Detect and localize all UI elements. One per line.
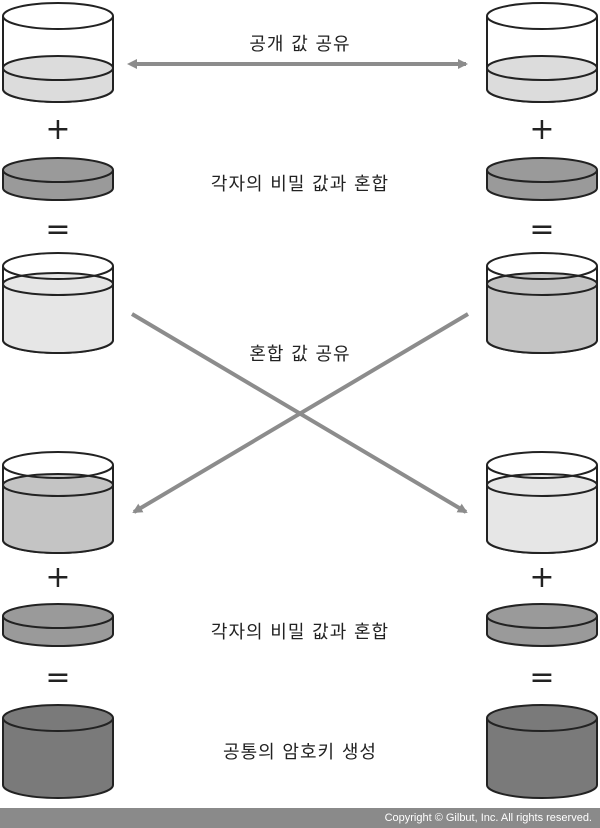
key-exchange-diagram bbox=[1, 2, 598, 799]
secret-disc-left-bottom bbox=[1, 603, 114, 647]
mix-secret-label-bottom: 각자의 비밀 값과 혼합 bbox=[210, 622, 390, 643]
shared-key-cylinder-left bbox=[1, 704, 114, 799]
mixed-cup-right bbox=[486, 252, 598, 354]
plus-operator-right-bottom: + bbox=[529, 560, 555, 595]
received-cup-right bbox=[486, 451, 598, 554]
public-value-cup-right bbox=[486, 2, 598, 103]
mixed-share-arrow-right-to-left bbox=[132, 312, 470, 514]
equals-operator-left-bottom: = bbox=[45, 660, 71, 695]
share-public-label: 공개 값 공유 bbox=[249, 34, 351, 55]
mix-secret-label-top: 각자의 비밀 값과 혼합 bbox=[210, 174, 390, 195]
secret-disc-right-top bbox=[486, 157, 598, 201]
public-value-cup-left bbox=[1, 2, 114, 103]
equals-operator-left-top: = bbox=[45, 212, 71, 247]
plus-operator-left-top: + bbox=[45, 112, 71, 147]
equals-operator-right-top: = bbox=[529, 212, 555, 247]
share-mixed-label: 혼합 값 공유 bbox=[249, 344, 351, 365]
mixed-cup-left bbox=[1, 252, 114, 354]
secret-disc-left-top bbox=[1, 157, 114, 201]
received-cup-left bbox=[1, 451, 114, 554]
plus-operator-right-top: + bbox=[529, 112, 555, 147]
shared-key-cylinder-right bbox=[486, 704, 598, 799]
copyright-footer: Copyright © Gilbut, Inc. All rights rese… bbox=[0, 808, 600, 828]
common-key-label: 공통의 암호키 생성 bbox=[223, 742, 377, 763]
plus-operator-left-bottom: + bbox=[45, 560, 71, 595]
equals-operator-right-bottom: = bbox=[529, 660, 555, 695]
secret-disc-right-bottom bbox=[486, 603, 598, 647]
